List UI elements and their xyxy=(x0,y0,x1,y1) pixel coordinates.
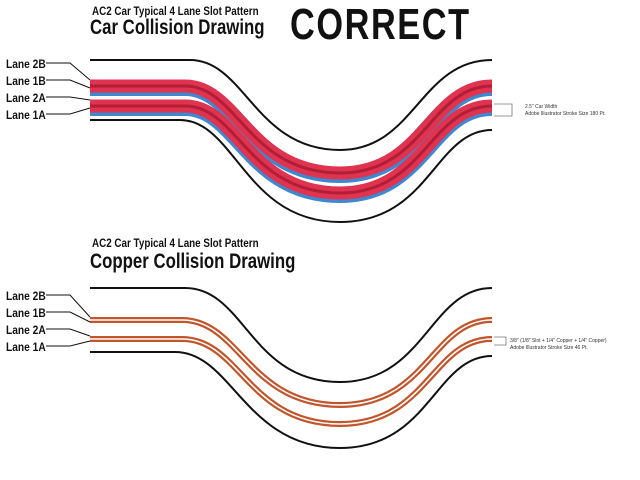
car-lane-label-2b: Lane 2B xyxy=(6,57,46,71)
car-lane-a-dark-stripe xyxy=(90,104,493,195)
car-lane-b-dark-stripe xyxy=(90,84,493,175)
copper-lane-b-slot xyxy=(90,319,493,406)
car-width-bracket xyxy=(494,103,513,117)
car-lane-b-red-band xyxy=(90,79,493,180)
car-diagram-title: Car Collision Drawing xyxy=(90,16,265,39)
copper-leader-line-2a xyxy=(46,328,91,337)
car-track-outer-border-bottom xyxy=(90,119,493,224)
copper-lane-label-1b: Lane 1B xyxy=(6,306,46,320)
car-width-note: 2.5" Car Width Adobe Illustrator Stroke … xyxy=(525,104,606,118)
copper-lane-label-1a: Lane 1A xyxy=(6,340,46,354)
copper-stroke-note-line2: Adobe Illustrator Stroke Size 46 Pt. xyxy=(510,345,588,351)
car-stroke-note-line2: Adobe Illustrator Stroke Size 180 Pt. xyxy=(525,111,606,117)
copper-lane-a-slot xyxy=(90,338,493,425)
copper-lane-b-strip xyxy=(90,317,493,409)
car-lane-label-2a: Lane 2A xyxy=(6,91,46,105)
car-leader-line-1b xyxy=(46,79,91,89)
copper-track-outer-border-top xyxy=(90,287,493,384)
car-leader-line-2b xyxy=(46,62,91,81)
copper-diagram-title: Copper Collision Drawing xyxy=(90,250,296,273)
car-width-note-line1: 2.5" Car Width xyxy=(525,104,558,110)
copper-width-note-line1: 3/8" (1/8" Slot + 1/4" Copper + 1/4" Cop… xyxy=(510,338,607,344)
car-diagram-subtitle: AC2 Car Typical 4 Lane Slot Pattern xyxy=(92,4,259,18)
copper-track-outer-border-bottom xyxy=(90,351,493,450)
car-track-outer-border-top xyxy=(90,59,493,152)
copper-leader-line-1a xyxy=(46,340,91,347)
copper-width-note: 3/8" (1/8" Slot + 1/4" Copper + 1/4" Cop… xyxy=(510,338,607,352)
correct-label: CORRECT xyxy=(290,0,471,49)
copper-leader-line-2b xyxy=(46,294,91,318)
copper-width-bracket xyxy=(494,336,507,346)
car-leader-line-1a xyxy=(46,107,91,115)
car-collision-drawing xyxy=(46,59,513,224)
copper-lane-label-2b: Lane 2B xyxy=(6,289,46,303)
copper-diagram-subtitle: AC2 Car Typical 4 Lane Slot Pattern xyxy=(92,236,259,250)
car-leader-line-2a xyxy=(46,96,91,101)
copper-collision-drawing xyxy=(46,287,507,450)
car-lane-label-1a: Lane 1A xyxy=(6,108,46,122)
copper-lane-label-2a: Lane 2A xyxy=(6,323,46,337)
car-lane-label-1b: Lane 1B xyxy=(6,74,46,88)
copper-leader-line-1b xyxy=(46,311,91,323)
